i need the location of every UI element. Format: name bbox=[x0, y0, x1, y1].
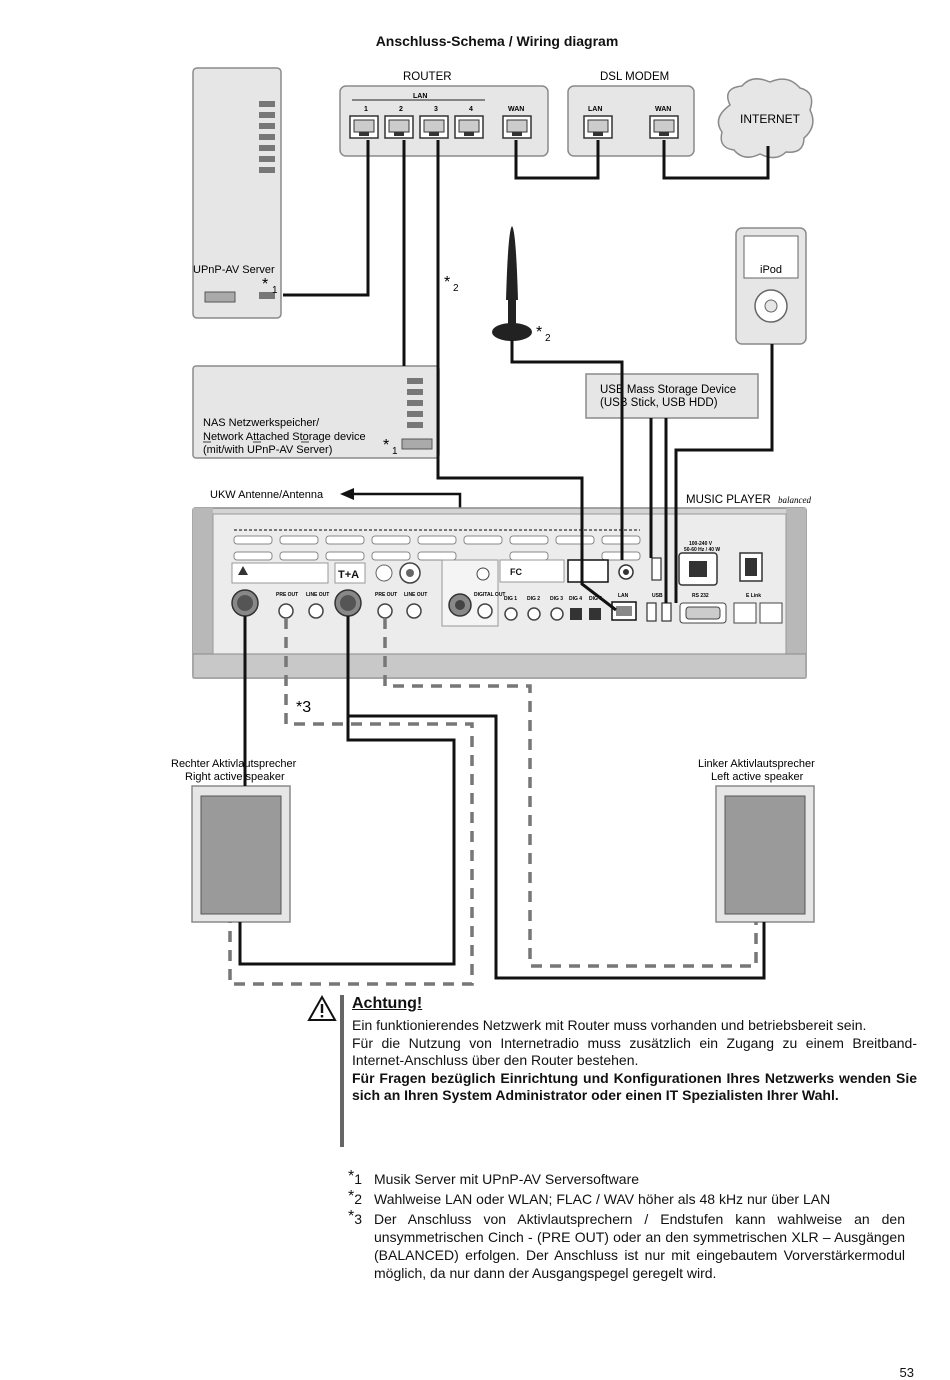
dsl-lan-label: LAN bbox=[588, 106, 602, 113]
nas-label-2: Network Attached Storage device bbox=[203, 431, 366, 443]
left-speaker-label-en: Left active speaker bbox=[711, 771, 804, 783]
unbalanced-cables bbox=[228, 618, 758, 986]
footnote-1-text: Musik Server mit UPnP-AV Serversoftware bbox=[374, 1171, 640, 1187]
usb-storage-label-2: (USB Stick, USB HDD) bbox=[600, 397, 718, 409]
nas-label-1: NAS Netzwerkspeicher/ bbox=[203, 417, 320, 429]
footnote-3-star: * bbox=[348, 1208, 355, 1225]
left-speaker-label-de: Linker Aktivlautsprecher bbox=[698, 758, 815, 770]
panel-dig5: DIG 5 bbox=[589, 596, 602, 602]
marker-1-upnp-sub: 1 bbox=[272, 285, 278, 296]
ukw-arrow-icon bbox=[340, 488, 354, 500]
ukw-label: UKW Antenne/Antenna bbox=[210, 489, 324, 501]
music-player: T+A FC bbox=[192, 507, 807, 679]
right-speaker bbox=[191, 785, 291, 923]
marker-1-upnp: * bbox=[262, 276, 268, 293]
wlan-antenna bbox=[492, 226, 532, 341]
router-label: ROUTER bbox=[403, 71, 452, 83]
footnote-2-star: * bbox=[348, 1188, 355, 1205]
panel-dig3: DIG 3 bbox=[550, 596, 563, 602]
panel-pre-out-left: PRE OUT bbox=[276, 592, 298, 598]
panel-pre-out-right: PRE OUT bbox=[375, 592, 397, 598]
wiring-diagram: UPnP-AV Server ROUTER LAN 1 2 3 4 WAN DS… bbox=[171, 67, 815, 986]
panel-line-out-right: LINE OUT bbox=[404, 592, 427, 598]
dsl-modem bbox=[567, 85, 695, 157]
router-port-1: 1 bbox=[364, 106, 368, 113]
warning-paragraph-3: Für Fragen bezüglich Einrichtung und Kon… bbox=[352, 1069, 917, 1104]
svg-text:T+A: T+A bbox=[338, 569, 359, 581]
footnote-2: *2 Wahlweise LAN oder WLAN; FLAC / WAV h… bbox=[348, 1188, 905, 1208]
footnote-3-text: Der Anschluss von Aktivlautsprechern / E… bbox=[374, 1211, 905, 1281]
router-port-2: 2 bbox=[399, 106, 403, 113]
marker-3: *3 bbox=[296, 699, 311, 716]
footnote-1-number: 1 bbox=[354, 1171, 363, 1187]
upnp-server bbox=[192, 67, 282, 319]
router bbox=[339, 85, 549, 157]
panel-line-out-left: LINE OUT bbox=[306, 592, 329, 598]
music-player-sub-label: balanced bbox=[778, 495, 811, 505]
panel-dig1: DIG 1 bbox=[504, 596, 517, 602]
panel-rs232: RS 232 bbox=[692, 593, 709, 599]
marker-1-nas: * bbox=[383, 437, 389, 454]
panel-elink: E Link bbox=[746, 593, 761, 599]
footnote-2-number: 2 bbox=[354, 1191, 363, 1207]
router-lan-label: LAN bbox=[413, 93, 427, 100]
panel-power: 100-240 V bbox=[689, 541, 713, 547]
footnote-1-star: * bbox=[348, 1168, 355, 1185]
warning-block: Achtung! Ein funktionierendes Netzwerk m… bbox=[340, 995, 917, 1147]
warning-title: Achtung! bbox=[352, 995, 423, 1012]
panel-dig4: DIG 4 bbox=[569, 596, 582, 602]
upnp-server-label: UPnP-AV Server bbox=[193, 264, 275, 276]
router-port-3: 3 bbox=[434, 106, 438, 113]
svg-text:FC: FC bbox=[510, 567, 522, 577]
right-speaker-label-de: Rechter Aktivlautsprecher bbox=[171, 758, 297, 770]
warning-triangle-icon bbox=[307, 995, 337, 1021]
right-speaker-label-en: Right active speaker bbox=[185, 771, 285, 783]
internet-cloud bbox=[717, 78, 814, 159]
nas-label-3: (mit/with UPnP-AV Server) bbox=[203, 444, 332, 456]
router-wan-label: WAN bbox=[508, 106, 524, 113]
music-player-label: MUSIC PLAYER bbox=[686, 494, 771, 506]
footnote-1: *1 Musik Server mit UPnP-AV Serversoftwa… bbox=[348, 1168, 905, 1188]
marker-1-nas-sub: 1 bbox=[392, 446, 398, 457]
panel-digital-out: DIGITAL OUT bbox=[474, 592, 505, 598]
warning-paragraph-2: Für die Nutzung von Internetradio muss z… bbox=[352, 1034, 917, 1069]
dsl-modem-label: DSL MODEM bbox=[600, 71, 669, 83]
internet-label: INTERNET bbox=[740, 112, 801, 126]
balanced-cables bbox=[238, 616, 766, 980]
page-number: 53 bbox=[899, 1365, 914, 1380]
footnotes: *1 Musik Server mit UPnP-AV Serversoftwa… bbox=[348, 1168, 905, 1284]
panel-usb: USB bbox=[652, 593, 663, 599]
panel-power-2: 50-60 Hz / 40 W bbox=[684, 547, 720, 553]
ipod bbox=[735, 227, 807, 345]
footnote-3-number: 3 bbox=[354, 1211, 363, 1227]
marker-2-wlan: * bbox=[536, 324, 542, 341]
footnote-2-text: Wahlweise LAN oder WLAN; FLAC / WAV höhe… bbox=[374, 1191, 831, 1207]
panel-dig2: DIG 2 bbox=[527, 596, 540, 602]
marker-2-wlan-sub: 2 bbox=[545, 333, 551, 344]
dsl-wan-label: WAN bbox=[655, 106, 671, 113]
marker-2-lan: * bbox=[444, 274, 450, 291]
warning-paragraph-1: Ein funktionierendes Netzwerk mit Router… bbox=[352, 1017, 867, 1033]
footnote-3: *3 Der Anschluss von Aktivlautsprechern … bbox=[348, 1208, 905, 1282]
marker-2-lan-sub: 2 bbox=[453, 283, 459, 294]
left-speaker bbox=[715, 785, 815, 923]
nas-device bbox=[192, 365, 440, 459]
router-port-4: 4 bbox=[469, 106, 473, 113]
ipod-label: iPod bbox=[760, 264, 782, 276]
page-title: Anschluss-Schema / Wiring diagram bbox=[375, 33, 619, 49]
usb-storage bbox=[585, 373, 759, 419]
network-cables bbox=[283, 140, 774, 612]
panel-lan: LAN bbox=[618, 593, 629, 599]
usb-storage-label-1: USB Mass Storage Device bbox=[600, 384, 736, 396]
